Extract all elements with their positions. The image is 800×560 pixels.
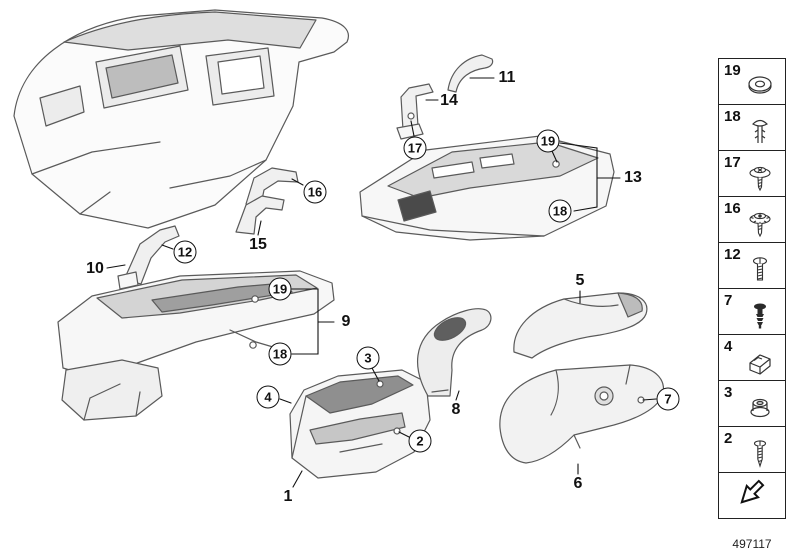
legend-number: 3: [724, 384, 733, 401]
legend-item-2[interactable]: 2: [718, 426, 786, 473]
part-10-12-bracket: [117, 225, 180, 290]
fastener-legend: 19 18 17: [718, 58, 786, 519]
callout-9[interactable]: 9: [341, 313, 351, 330]
callout-19-b[interactable]: 19: [268, 277, 292, 301]
legend-item-3[interactable]: 3: [718, 380, 786, 427]
callout-2[interactable]: 2: [408, 429, 432, 453]
callout-15[interactable]: 15: [249, 236, 267, 253]
legend-item-4[interactable]: 4: [718, 334, 786, 381]
pan-head-screw-icon: [752, 257, 768, 281]
legend-number: 4: [724, 338, 733, 355]
callout-8[interactable]: 8: [451, 401, 461, 418]
legend-number: 16: [724, 200, 741, 217]
legend-item-7[interactable]: 7: [718, 288, 786, 335]
part-1-glovebox: [289, 369, 431, 479]
legend-number: 17: [724, 154, 741, 171]
legend-item-arrow[interactable]: [718, 472, 786, 519]
self-tapping-screw-icon: [753, 440, 767, 468]
leader-lines: [106, 77, 657, 488]
legend-number: 18: [724, 108, 741, 125]
screw-with-washer-icon: [749, 166, 771, 192]
part-13-glovebox-housing: [359, 135, 615, 241]
expanding-rivet-icon: [752, 119, 768, 143]
part-11-trim-strip: [447, 54, 494, 93]
part-15-bracket: [235, 195, 285, 235]
callout-3[interactable]: 3: [356, 346, 380, 370]
callout-19-a[interactable]: 19: [536, 129, 560, 153]
part-5-column-cover-upper: [513, 292, 648, 359]
plastic-nut-icon: [750, 398, 770, 418]
part-9-lower-trim-panel: [57, 270, 335, 421]
callout-17[interactable]: 17: [403, 136, 427, 160]
legend-item-18[interactable]: 18: [718, 104, 786, 151]
callout-10[interactable]: 10: [86, 260, 104, 277]
screw-with-serrated-washer-icon: [749, 212, 771, 238]
part-dashboard-carrier: [13, 9, 349, 229]
legend-number: 7: [724, 292, 733, 309]
legend-number: 19: [724, 62, 741, 79]
legend-number: 2: [724, 430, 733, 447]
callout-18-b[interactable]: 18: [268, 342, 292, 366]
sheet-metal-clip-icon: [749, 354, 771, 375]
direction-arrow-icon: [740, 479, 765, 504]
legend-item-17[interactable]: 17: [718, 150, 786, 197]
legend-item-16[interactable]: 16: [718, 196, 786, 243]
callout-4[interactable]: 4: [256, 385, 280, 409]
callout-6[interactable]: 6: [573, 475, 583, 492]
callout-16[interactable]: 16: [303, 180, 327, 204]
washer-icon: [748, 76, 772, 94]
callout-5[interactable]: 5: [575, 272, 585, 289]
callout-11[interactable]: 11: [498, 69, 516, 86]
part-number: 497117: [732, 537, 772, 551]
diagram-art: [13, 9, 665, 488]
callout-13[interactable]: 13: [624, 169, 642, 186]
part-8-air-duct: [417, 308, 492, 397]
callout-18-a[interactable]: 18: [548, 199, 572, 223]
callout-1[interactable]: 1: [283, 488, 293, 505]
callout-14[interactable]: 14: [440, 92, 458, 109]
callout-12[interactable]: 12: [173, 240, 197, 264]
expansion-pin-icon: [754, 303, 766, 329]
callout-7[interactable]: 7: [656, 387, 680, 411]
legend-item-12[interactable]: 12: [718, 242, 786, 289]
part-6-column-cover-lower: [499, 364, 665, 464]
legend-item-19[interactable]: 19: [718, 58, 786, 105]
legend-number: 12: [724, 246, 741, 263]
part-14-bracket: [396, 83, 434, 140]
